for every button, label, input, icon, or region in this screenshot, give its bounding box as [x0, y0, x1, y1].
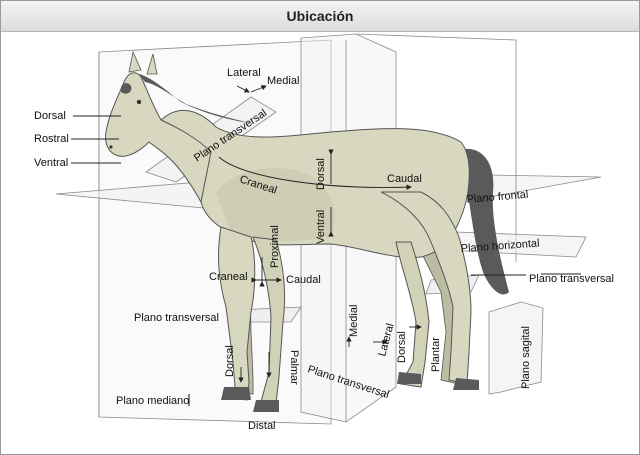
- label-plano-sagital: Plano sagital: [520, 326, 532, 389]
- label-plano-mediano: Plano mediano: [116, 395, 189, 407]
- label-plano-transversal-right: Plano transversal: [529, 273, 614, 285]
- label-palmar: Palmar: [288, 350, 300, 385]
- label-ventral-body: Ventral: [315, 210, 327, 244]
- label-plano-transversal-left: Plano transversal: [134, 312, 219, 324]
- label-ventral-left: Ventral: [34, 157, 68, 169]
- label-caudal-leg: Caudal: [286, 274, 321, 286]
- label-plano-frontal: Plano frontal: [466, 189, 529, 206]
- label-craneal-leg: Craneal: [209, 271, 248, 283]
- label-rostral: Rostral: [34, 133, 69, 145]
- label-plano-horizontal: Plano horizontal: [460, 238, 540, 255]
- label-dorsal-front: Dorsal: [224, 345, 236, 377]
- label-plantar: Plantar: [430, 337, 442, 372]
- label-dorsal-body: Dorsal: [315, 158, 327, 190]
- label-distal: Distal: [248, 420, 276, 432]
- plane-sagital: [488, 301, 544, 395]
- label-dorsal-left: Dorsal: [34, 110, 66, 122]
- window-title: Ubicación: [286, 8, 354, 24]
- label-proximal: Proximal: [269, 225, 281, 268]
- diagram-stage: Dorsal Rostral Ventral Lateral Medial Pl…: [1, 32, 639, 454]
- label-caudal-body: Caudal: [387, 173, 422, 185]
- label-lateral-top: Lateral: [227, 67, 261, 79]
- label-dorsal-hind: Dorsal: [396, 331, 408, 363]
- title-bar: Ubicación: [1, 1, 639, 32]
- horse-anatomy-diagram: Dorsal Rostral Ventral Lateral Medial Pl…: [34, 33, 614, 432]
- label-medial-top: Medial: [267, 75, 299, 87]
- label-medial-leg: Medial: [348, 305, 360, 337]
- annotation-lines: [71, 85, 581, 383]
